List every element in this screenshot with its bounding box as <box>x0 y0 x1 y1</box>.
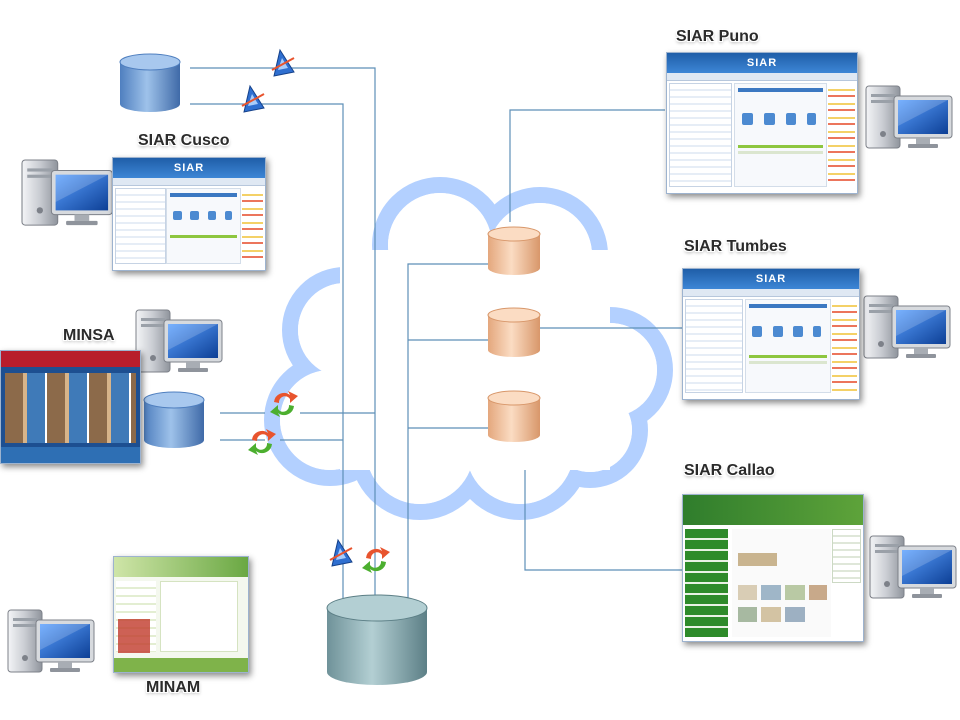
desktop-computer-icon <box>7 609 95 673</box>
siar-puno-screenshot: SIAR <box>666 52 858 194</box>
desktop-computer-icon <box>21 159 113 226</box>
label-siar-tumbes: SIAR Tumbes <box>684 238 787 255</box>
siar-callao-screenshot <box>682 494 864 642</box>
blue-gear-icon <box>271 49 295 77</box>
database-cloud-2 <box>487 307 541 357</box>
blue-gear-icon <box>241 85 265 113</box>
database-cloud-3 <box>487 390 541 442</box>
database-minsa <box>143 391 205 448</box>
desktop-computer-icon <box>135 309 223 373</box>
database-cloud-1 <box>487 226 541 275</box>
database-minam <box>326 594 428 685</box>
circular-arrows-icon <box>362 547 390 573</box>
siar-cusco-title: SIAR <box>173 162 205 174</box>
siar-tumbes-screenshot: SIAR <box>682 268 860 400</box>
label-siar-callao: SIAR Callao <box>684 462 775 479</box>
label-minam: MINAM <box>146 679 201 696</box>
siar-tumbes-title: SIAR <box>755 273 787 285</box>
desktop-computer-icon <box>865 85 953 149</box>
database-cusco <box>119 53 181 112</box>
minam-screenshot <box>113 556 249 673</box>
siar-cusco-screenshot: SIAR <box>112 157 266 271</box>
minsa-screenshot <box>0 350 141 464</box>
desktop-computer-icon <box>869 535 957 599</box>
desktop-computer-icon <box>863 295 951 359</box>
label-siar-cusco: SIAR Cusco <box>138 132 230 149</box>
blue-gear-icon <box>329 539 353 567</box>
connector-lines <box>190 67 682 598</box>
label-siar-puno: SIAR Puno <box>676 28 759 45</box>
label-minsa: MINSA <box>63 327 115 344</box>
siar-puno-title: SIAR <box>746 57 778 69</box>
